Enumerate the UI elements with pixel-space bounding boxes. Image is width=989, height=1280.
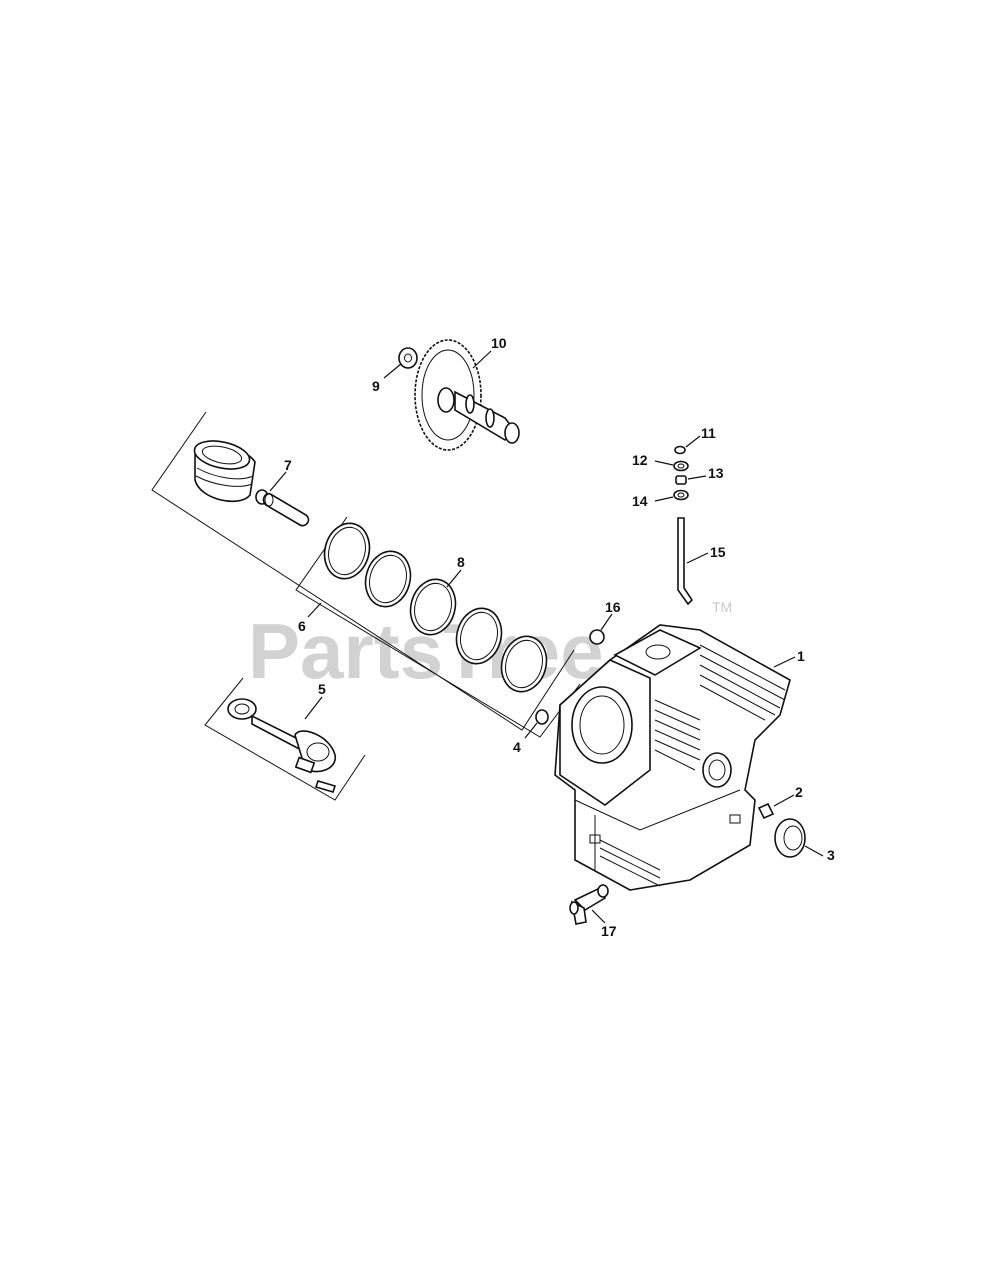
callout-17[interactable]: 17 [601,923,617,939]
part-5-rod-outline [204,677,366,801]
part-12-washer[interactable] [673,460,689,472]
part-13-bushing[interactable] [675,475,687,485]
piston-kit-outline [151,411,575,731]
callout-2[interactable]: 2 [795,784,803,800]
callout-4[interactable]: 4 [513,739,521,755]
callout-5[interactable]: 5 [318,681,326,697]
callout-9[interactable]: 9 [372,378,380,394]
callout-12[interactable]: 12 [632,452,648,468]
part-3-oil-seal[interactable] [774,818,806,858]
part-10-camshaft[interactable] [414,339,520,451]
part-5-connecting-rod[interactable] [227,698,337,793]
callout-14[interactable]: 14 [632,493,648,509]
callout-10[interactable]: 10 [491,335,507,351]
part-17-elbow-fitting[interactable] [569,884,609,925]
callout-7[interactable]: 7 [284,457,292,473]
callout-3[interactable]: 3 [827,847,835,863]
part-11-nut[interactable] [674,445,686,455]
part-8-rings[interactable] [319,518,553,696]
callout-15[interactable]: 15 [710,544,726,560]
part-piston-pin[interactable] [262,492,310,527]
callout-8[interactable]: 8 [457,554,465,570]
watermark-trademark: TM [712,599,732,615]
part-piston[interactable] [192,436,256,503]
part-15-rod[interactable] [677,517,694,606]
part-4-dowel[interactable] [535,709,549,725]
part-1-crankcase[interactable] [554,624,791,891]
part-14-washer[interactable] [673,489,689,501]
callout-1[interactable]: 1 [797,648,805,664]
callout-11[interactable]: 11 [701,425,716,441]
callout-16[interactable]: 16 [605,599,621,615]
part-2-fitting[interactable] [757,802,775,820]
part-16-plug[interactable] [589,629,605,645]
part-9-washer[interactable] [398,347,418,369]
callout-6[interactable]: 6 [298,618,306,634]
callout-13[interactable]: 13 [708,465,724,481]
